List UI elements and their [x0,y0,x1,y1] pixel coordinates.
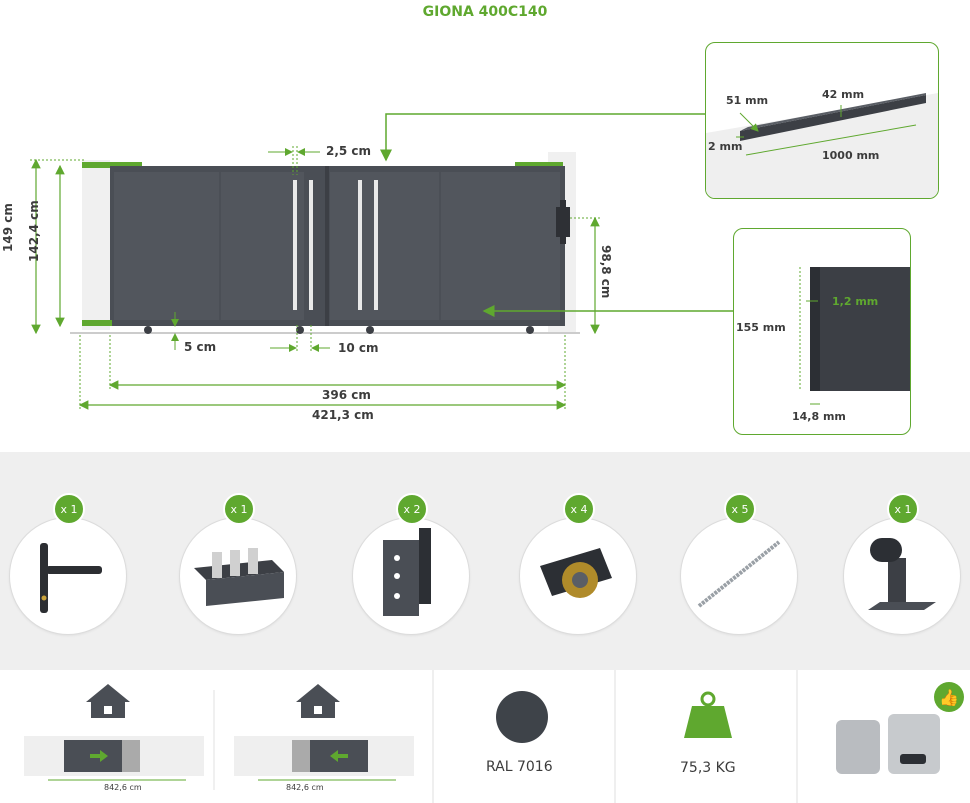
gate-drawing [30,113,700,410]
profile-detail-inset: 1,2 mm 155 mm 14,8 mm [733,228,911,435]
accessory-circle-1 [9,517,127,635]
rail-w2: 42 mm [822,88,865,101]
motor-cell: 👍 [798,670,970,803]
ral-color-name: RAL 7016 [486,759,553,775]
rail-detail-inset: 51 mm 42 mm 2 mm 1000 mm [705,42,939,199]
accessory-circle-6 [843,517,961,635]
dim-total-height: 149 cm [1,203,15,252]
qty-badge-5: x 5 [724,493,756,525]
thumbs-up-icon: 👍 [934,682,964,712]
dim-gap-top: 2,5 cm [326,144,372,158]
dim-post-height: 98,8 cm [599,245,613,299]
qty-badge-2: x 1 [223,493,255,525]
door-handle-icon [40,543,102,613]
accessories-band [0,452,970,670]
dim-panel-height: 142,4 cm [27,200,41,262]
page-title: GIONA 400C140 [422,4,548,20]
accessory-circle-3 [352,517,470,635]
dim-bottom-gap: 5 cm [184,340,217,354]
bracket-icon [383,528,431,616]
dim-gate-width: 396 cm [322,388,371,402]
weight-icon [684,691,732,738]
stop-post-icon [868,538,936,610]
opening-direction-diagrams [24,684,414,790]
qty-badge-3: x 2 [396,493,428,525]
dim-total-width: 421,3 cm [312,408,374,422]
rail-thick: 2 mm [708,140,743,153]
dim-slat-gap: 10 cm [338,341,379,355]
rail-icon [697,540,781,608]
qty-badge-1: x 1 [53,493,85,525]
qty-badge-6: x 1 [887,493,919,525]
opening-direction-cell: 842,6 cm 842,6 cm [0,670,432,803]
profile-depth: 14,8 mm [792,410,846,423]
color-cell: RAL 7016 [434,670,614,803]
weight-value: 75,3 KG [680,760,736,776]
opening-width-right: 842,6 cm [286,783,324,792]
rail-w1: 51 mm [726,94,769,107]
weight-cell: 75,3 KG [616,670,796,803]
ral-swatch [496,691,548,743]
accessory-circle-5 [680,517,798,635]
profile-height: 155 mm [736,321,786,334]
wheel-icon [540,548,612,598]
rail-length: 1000 mm [822,149,880,162]
accessory-circle-2 [179,517,297,635]
roller-guide-icon [194,548,284,606]
opening-width-left: 842,6 cm [104,783,142,792]
qty-badge-4: x 4 [563,493,595,525]
motor-icon [836,714,940,774]
profile-thick: 1,2 mm [832,295,879,308]
accessory-circle-4 [519,517,637,635]
